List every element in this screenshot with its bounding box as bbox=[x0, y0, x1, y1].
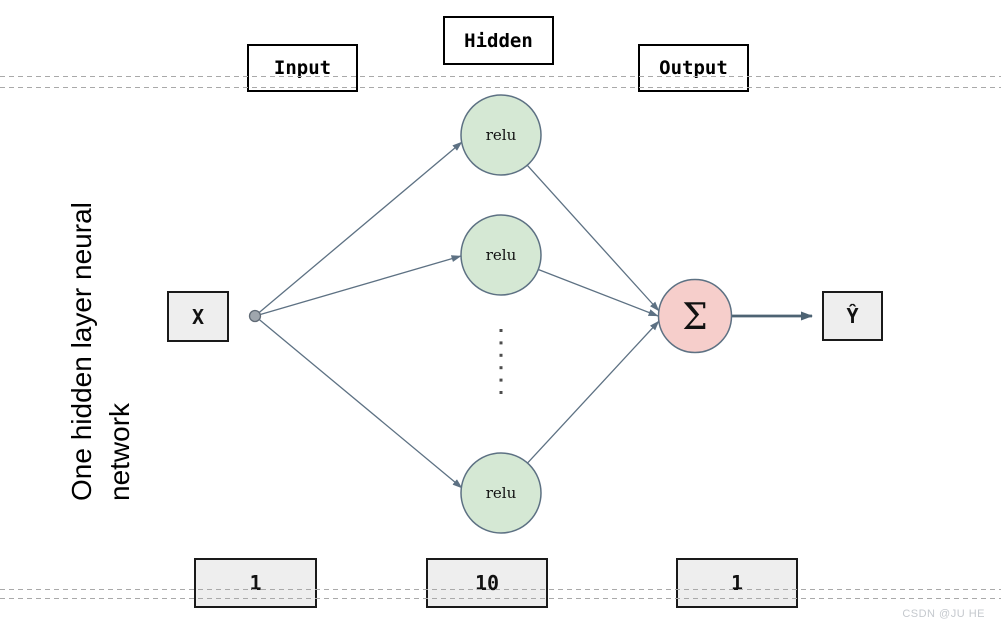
hidden-layer-label: Hidden bbox=[464, 29, 533, 52]
edge-input-to-hidden-2 bbox=[260, 255, 462, 316]
edge-hidden-1-to-sum bbox=[526, 164, 660, 312]
edge-hidden-2-to-sum bbox=[538, 268, 659, 317]
sum-node-label: Σ bbox=[682, 297, 707, 338]
input-size-label: 1 bbox=[249, 571, 262, 595]
output-variable-box: Ŷ bbox=[822, 291, 883, 341]
input-size-box: 1 bbox=[194, 558, 317, 608]
input-variable-label: X bbox=[191, 304, 205, 329]
hidden-size-box: 10 bbox=[426, 558, 548, 608]
ellipsis-dot bbox=[499, 329, 503, 332]
input-layer-label: Input bbox=[273, 57, 332, 79]
hidden-node-2 bbox=[460, 214, 542, 296]
hidden-node-2-label: relu bbox=[486, 246, 517, 264]
sum-node bbox=[657, 278, 733, 354]
input-variable-box: X bbox=[167, 291, 229, 342]
hidden-node-1-label: relu bbox=[486, 126, 517, 144]
hidden-node-n-label: relu bbox=[486, 484, 517, 502]
ellipsis-dot bbox=[499, 341, 503, 345]
hidden-size-label: 10 bbox=[474, 571, 500, 595]
hidden-node-n bbox=[460, 452, 542, 534]
output-layer-label: Output bbox=[659, 57, 728, 79]
ellipsis-dot bbox=[499, 391, 503, 394]
edge-input-to-hidden-n bbox=[258, 319, 463, 489]
input-layer-label-box: Input bbox=[247, 44, 358, 92]
input-branch-dot bbox=[248, 309, 262, 323]
ellipsis-dots bbox=[499, 329, 503, 394]
output-size-box: 1 bbox=[676, 558, 798, 608]
output-layer-label-box: Output bbox=[638, 44, 749, 92]
hidden-node-1 bbox=[460, 94, 542, 176]
output-variable-label: Ŷ bbox=[846, 304, 859, 328]
ellipsis-dot bbox=[499, 378, 503, 382]
ellipsis-dot bbox=[499, 366, 503, 370]
edge-input-to-hidden-1 bbox=[258, 141, 463, 313]
output-size-label: 1 bbox=[730, 571, 744, 595]
ellipsis-dot bbox=[499, 353, 503, 357]
watermark: CSDN @JU HE bbox=[902, 608, 985, 620]
edge-hidden-n-to-sum bbox=[527, 320, 660, 464]
hidden-layer-label-box: Hidden bbox=[443, 16, 554, 65]
